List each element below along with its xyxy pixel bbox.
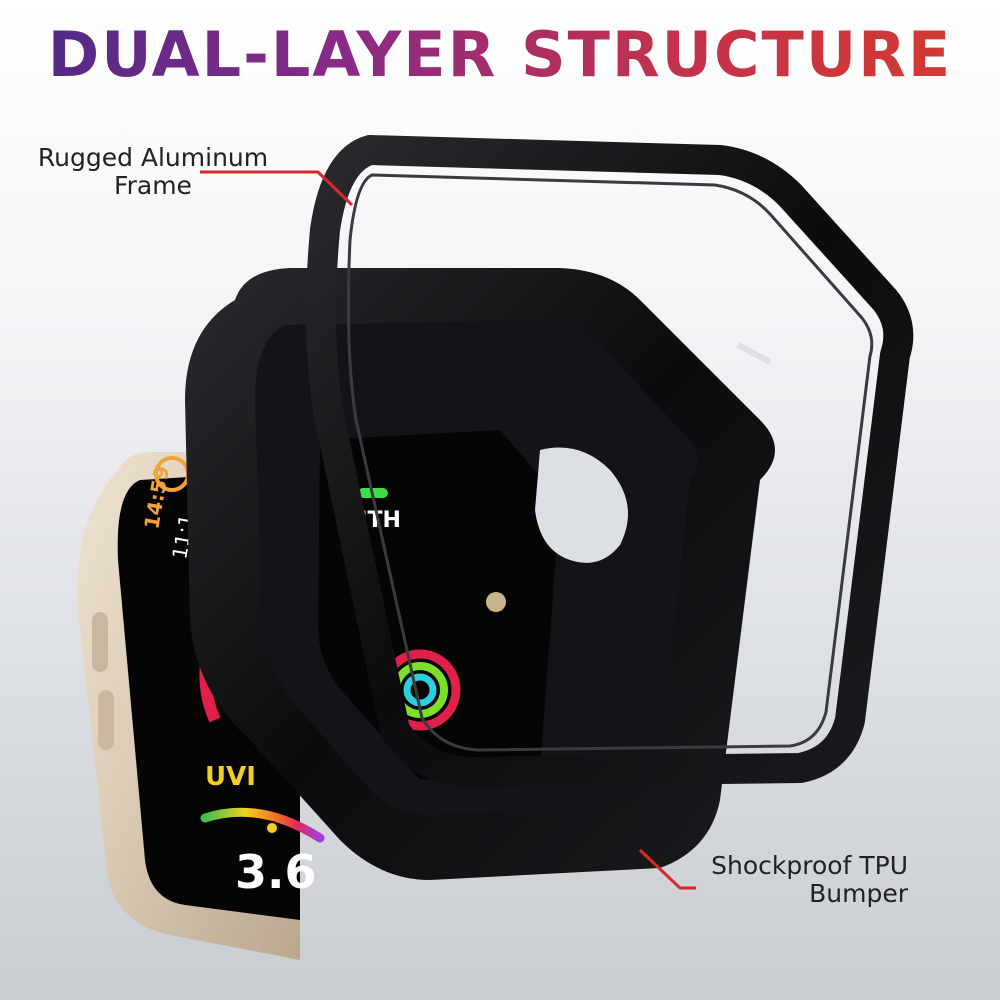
tpu-bumper-callout: Shockproof TPU Bumper bbox=[696, 852, 908, 908]
aluminum-frame-callout: Rugged Aluminum Frame bbox=[26, 144, 280, 200]
aluminum-frame-callout-line bbox=[200, 170, 354, 207]
watch-side-button-2 bbox=[98, 690, 114, 750]
digital-crown bbox=[486, 592, 506, 612]
tpu-bumper-callout-line bbox=[638, 848, 696, 890]
tpu-bumper-label-line1: Shockproof TPU bbox=[711, 851, 908, 880]
uv-gauge bbox=[200, 807, 325, 843]
uv-value: 3.6 bbox=[235, 845, 317, 899]
page-title: DUAL-LAYER STRUCTURE bbox=[0, 18, 1000, 91]
aluminum-frame-label-line1: Rugged Aluminum bbox=[37, 143, 269, 172]
aluminum-frame-label-line2: Frame bbox=[114, 171, 192, 200]
watch-side-button-1 bbox=[92, 612, 108, 672]
uv-gauge-marker bbox=[265, 821, 279, 835]
aluminum-frame bbox=[306, 135, 914, 787]
uv-label: UVI bbox=[205, 762, 256, 792]
frame-notch bbox=[736, 342, 772, 365]
tpu-bumper-label-line2: Bumper bbox=[809, 879, 908, 908]
